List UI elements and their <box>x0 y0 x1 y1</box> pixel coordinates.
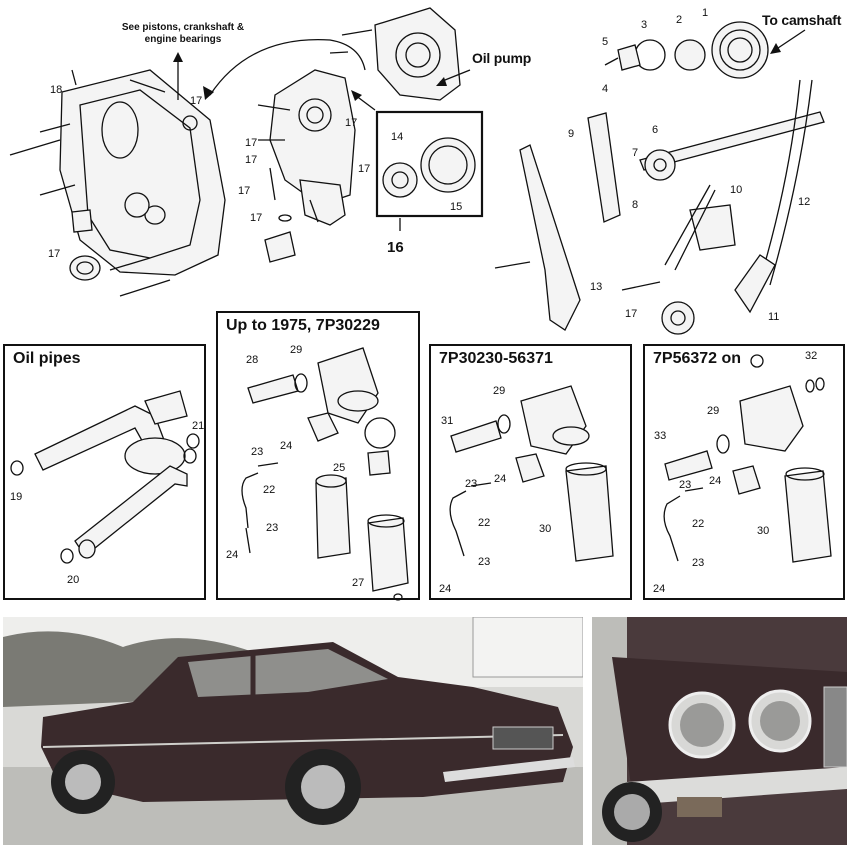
panel-title: Oil pipes <box>13 350 81 367</box>
part-number-7: 7 <box>632 147 639 159</box>
part-number-6: 6 <box>652 124 659 136</box>
part-number-24: 24 <box>280 440 293 452</box>
part-number-4: 4 <box>602 83 609 95</box>
panel-7p56372-on: 7P56372 on 32 29 33 23 24 22 30 23 24 <box>643 344 845 600</box>
panel-title: Up to 1975, 7P30229 <box>226 317 380 334</box>
part-number-5: 5 <box>602 36 609 48</box>
part-number-8: 8 <box>632 199 639 211</box>
part-number-29: 29 <box>707 405 720 417</box>
exploded-diagram <box>9 7 825 335</box>
part-number-27: 27 <box>352 577 365 589</box>
oil-pump-cover <box>329 7 461 101</box>
part-number-10: 10 <box>730 184 743 196</box>
part-number-24: 24 <box>494 473 507 485</box>
panel-up-to-1975: Up to 1975, 7P30229 28 29 23 24 22 25 23… <box>216 311 420 601</box>
part-number-17: 17 <box>345 117 358 129</box>
part-number-17: 17 <box>245 154 258 166</box>
car-front-photo <box>592 617 847 845</box>
part-number-23: 23 <box>478 556 491 568</box>
part-number-18: 18 <box>50 84 63 96</box>
part-number-23: 23 <box>679 479 692 491</box>
part-number-3: 3 <box>641 19 648 31</box>
part-number-23: 23 <box>465 478 478 490</box>
part-number-24: 24 <box>653 583 666 595</box>
timing-cover <box>9 69 226 297</box>
part-number-29: 29 <box>493 385 506 397</box>
part-number-15: 15 <box>450 201 463 213</box>
part-number-20: 20 <box>67 574 80 586</box>
part-number-21: 21 <box>192 420 205 432</box>
to-camshaft-label: To camshaft <box>762 12 842 28</box>
part-number-23: 23 <box>251 446 264 458</box>
panel-oil-pipes: Oil pipes 19 20 21 <box>3 344 206 600</box>
part-number-25: 25 <box>333 462 346 474</box>
part-number-9: 9 <box>568 128 575 140</box>
part-number-11: 11 <box>768 311 780 323</box>
part-number-12: 12 <box>798 196 811 208</box>
part-number-28: 28 <box>246 354 259 366</box>
oil-pump-label: Oil pump <box>472 50 532 66</box>
part-number-2: 2 <box>676 14 683 26</box>
part-number-17: 17 <box>358 163 371 175</box>
part-number-29: 29 <box>290 344 303 356</box>
part-number-32: 32 <box>805 350 818 362</box>
part-number-17: 17 <box>245 137 258 149</box>
car-side-photo <box>3 617 583 845</box>
part-number-22: 22 <box>263 484 276 496</box>
part-number-24: 24 <box>439 583 452 595</box>
part-number-22: 22 <box>692 518 705 530</box>
part-number-13: 13 <box>590 281 603 293</box>
camshaft-sprocket-assembly <box>494 21 825 335</box>
part-number-19: 19 <box>10 491 23 503</box>
part-number-14: 14 <box>391 131 404 143</box>
part-number-22: 22 <box>478 517 491 529</box>
part-number-24: 24 <box>709 475 722 487</box>
oil-pump-body <box>257 69 356 263</box>
part-number-30: 30 <box>757 525 770 537</box>
part-number-17: 17 <box>48 248 61 260</box>
part-number-23: 23 <box>266 522 279 534</box>
part-number-33: 33 <box>654 430 667 442</box>
part-number-30: 30 <box>539 523 552 535</box>
part-number-17: 17 <box>190 95 203 107</box>
panel-title: 7P30230-56371 <box>439 350 553 367</box>
part-number-31: 31 <box>441 415 454 427</box>
part-number-23: 23 <box>692 557 705 569</box>
see-pistons-note: See pistons, crankshaft & engine bearing… <box>121 22 245 45</box>
part-number-17: 17 <box>250 212 263 224</box>
part-number-17: 17 <box>625 308 638 320</box>
panel-title: 7P56372 on <box>653 350 742 367</box>
part-number-24: 24 <box>226 549 239 561</box>
part-number-16: 16 <box>387 239 404 256</box>
part-number-1: 1 <box>702 7 709 19</box>
panel-7p30230-56371: 7P30230-56371 29 31 23 24 22 30 23 24 <box>429 344 632 600</box>
part-number-17: 17 <box>238 185 251 197</box>
